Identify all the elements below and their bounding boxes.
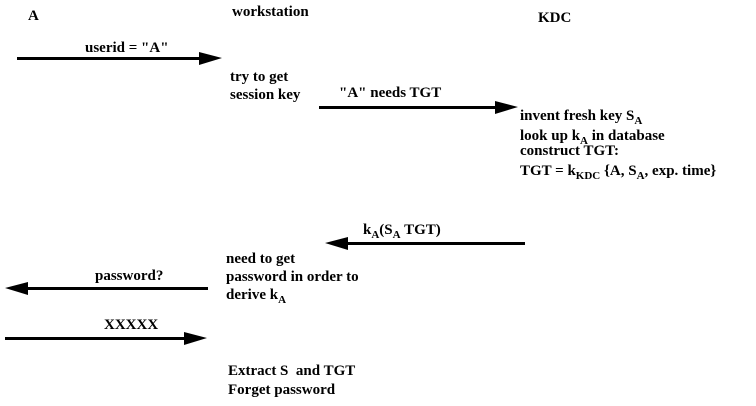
arrowhead-left-icon — [5, 282, 28, 295]
arrow-shaft — [17, 57, 212, 60]
subscript: A — [634, 115, 643, 127]
note-kdc-construct: construct TGT: — [520, 142, 619, 160]
note-text: look up k — [520, 128, 581, 144]
subscript: KDC — [575, 170, 601, 182]
note-kdc-tgt-formula: TGT = kKDC {A, SA, exp. time} — [520, 162, 717, 182]
note-line: password in order to — [226, 269, 359, 285]
arrow-password-reply — [5, 332, 207, 345]
arrow-shaft — [5, 337, 197, 340]
message-userid-label: userid = "A" — [85, 40, 169, 56]
arrowhead-right-icon — [184, 332, 207, 345]
actor-workstation-label: workstation — [232, 4, 309, 20]
note-text: construct TGT: — [520, 143, 620, 159]
arrow-userid — [17, 52, 222, 65]
subscript: A — [371, 229, 380, 241]
note-line: Extract S and TGT — [228, 363, 356, 379]
message-password-request-label: password? — [95, 268, 164, 284]
note-line: derive k — [226, 287, 279, 303]
arrow-password-request — [5, 282, 208, 295]
note-line: Forget password — [228, 382, 336, 398]
note-workstation-try: try to get session key — [230, 68, 300, 104]
arrowhead-right-icon — [199, 52, 222, 65]
note-kdc-invent: invent fresh key SA — [520, 107, 643, 127]
note-text: TGT = k — [520, 163, 576, 179]
arrowhead-right-icon — [495, 101, 518, 114]
arrow-shaft — [15, 287, 208, 290]
subscript: A — [278, 294, 287, 306]
note-line: need to get — [226, 251, 296, 267]
note-kdc-lookup: look up kA in database — [520, 127, 665, 147]
subscript: A — [580, 135, 588, 147]
actor-a-label: A — [28, 8, 39, 24]
arrow-shaft — [335, 242, 525, 245]
subscript: A — [636, 170, 645, 182]
actor-kdc-label: KDC — [538, 10, 572, 26]
note-line: session key — [230, 87, 301, 103]
note-text: in database — [588, 128, 665, 144]
arrow-needs-tgt — [319, 101, 518, 114]
note-workstation-extract: Extract S and TGT Forget password — [228, 362, 355, 400]
arrowhead-left-icon — [325, 237, 348, 250]
note-line: try to get — [230, 69, 289, 85]
message-password-reply-label: XXXXX — [104, 317, 159, 333]
label-text: k — [363, 222, 372, 238]
note-text: invent fresh key S — [520, 108, 635, 124]
note-workstation-need: need to get password in order to derive kA — [226, 250, 359, 306]
note-text: {A, S — [600, 163, 637, 179]
arrow-shaft — [319, 106, 508, 109]
note-text: , exp. time} — [644, 163, 717, 179]
message-needs-tgt-label: "A" needs TGT — [339, 85, 442, 101]
arrow-tgt-reply — [325, 237, 525, 250]
message-tgt-reply-label: kA(SA TGT) — [363, 221, 441, 241]
subscript: A — [392, 229, 401, 241]
label-text: (S — [379, 222, 393, 238]
label-text: TGT) — [400, 222, 441, 238]
